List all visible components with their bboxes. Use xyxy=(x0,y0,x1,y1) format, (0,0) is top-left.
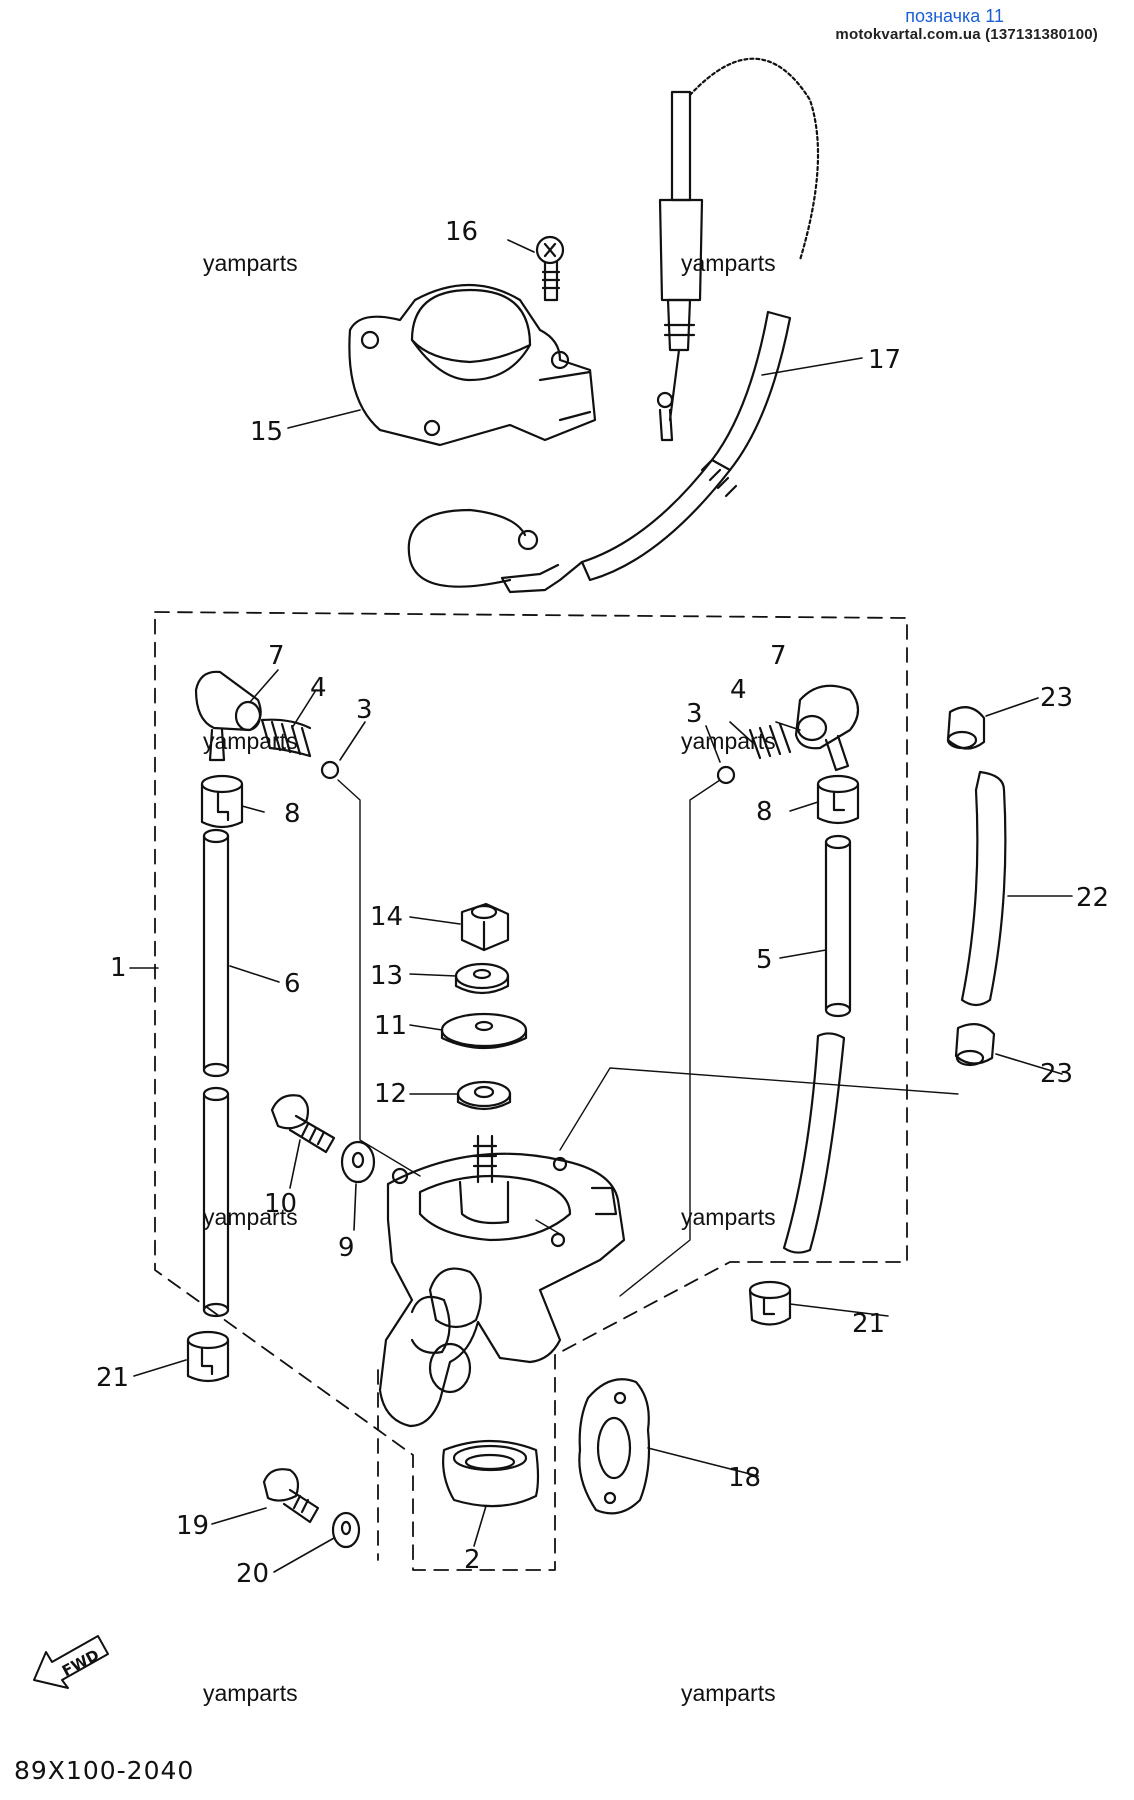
pump-body xyxy=(378,1134,626,1428)
part-label-22: 22 xyxy=(1076,883,1109,913)
washer-13 xyxy=(454,962,510,995)
part-label-7-left: 7 xyxy=(268,641,285,671)
clamp-21-left xyxy=(186,1330,230,1383)
clamp-21-right xyxy=(748,1280,792,1326)
hose-5 xyxy=(782,834,852,1254)
clamp-8-left xyxy=(200,774,244,829)
watermark: yamparts xyxy=(681,1680,776,1706)
assembly-frame xyxy=(154,611,908,1571)
cable-17 xyxy=(407,57,820,594)
spring-4-right xyxy=(748,722,792,760)
watermark: yamparts xyxy=(203,1204,298,1230)
part-label-10: 10 xyxy=(264,1189,297,1219)
part-label-13: 13 xyxy=(370,961,403,991)
part-label-3-right: 3 xyxy=(686,699,703,729)
clamp-8-right xyxy=(816,774,860,825)
part-label-18: 18 xyxy=(728,1463,761,1493)
part-label-6: 6 xyxy=(284,969,301,999)
bolt-19 xyxy=(262,1468,320,1524)
watermark: yamparts xyxy=(681,250,776,276)
bolt-10 xyxy=(270,1094,336,1154)
part-label-12: 12 xyxy=(374,1079,407,1109)
washer-11 xyxy=(440,1012,528,1050)
part-label-23-bottom: 23 xyxy=(1040,1059,1073,1089)
part-label-14: 14 xyxy=(370,902,403,932)
spring-4-left xyxy=(260,718,312,758)
washer-9 xyxy=(340,1140,376,1184)
part-label-20: 20 xyxy=(236,1559,269,1589)
header-subtitle: motokvartal.com.ua (137131380100) xyxy=(835,26,1098,43)
watermark: yamparts xyxy=(681,728,776,754)
part-label-21-right: 21 xyxy=(852,1309,885,1339)
seal-2 xyxy=(442,1439,540,1508)
clamp-23-top xyxy=(946,706,986,750)
fwd-label: FWD xyxy=(59,1646,102,1680)
part-label-7-right: 7 xyxy=(770,641,787,671)
part-label-8-right: 8 xyxy=(756,797,773,827)
ball-3-right xyxy=(716,765,736,785)
watermark: yamparts xyxy=(203,1680,298,1706)
part-label-5: 5 xyxy=(756,945,773,975)
part-label-2: 2 xyxy=(464,1545,481,1575)
part-label-9: 9 xyxy=(338,1233,355,1263)
part-label-11: 11 xyxy=(374,1011,407,1041)
part-label-16: 16 xyxy=(445,217,478,247)
part-label-17: 17 xyxy=(868,345,901,375)
nut-14 xyxy=(460,902,510,952)
elbow-7-right xyxy=(794,684,860,772)
clamp-23-bottom xyxy=(954,1023,996,1067)
part-label-1: 1 xyxy=(110,953,127,983)
part-label-23-top: 23 xyxy=(1040,683,1073,713)
part-label-19: 19 xyxy=(176,1511,209,1541)
screw-16 xyxy=(535,235,565,302)
watermark: yamparts xyxy=(681,1204,776,1230)
part-label-21-left: 21 xyxy=(96,1363,129,1393)
part-label-4-right: 4 xyxy=(730,675,747,705)
watermark: yamparts xyxy=(203,250,298,276)
watermark: yamparts xyxy=(203,728,298,754)
part-label-8-left: 8 xyxy=(284,799,301,829)
ball-3-left xyxy=(320,760,340,780)
diagram-code: 89X100-2040 xyxy=(14,1756,195,1785)
washer-12 xyxy=(456,1080,512,1111)
gasket-18 xyxy=(578,1378,651,1515)
cover-15 xyxy=(348,284,597,447)
elbow-7-left xyxy=(194,670,262,762)
header-title: позначка 11 xyxy=(905,6,1004,26)
part-label-3-left: 3 xyxy=(356,695,373,725)
part-label-15: 15 xyxy=(250,417,283,447)
part-label-4-left: 4 xyxy=(310,673,327,703)
washer-20 xyxy=(331,1511,361,1549)
hose-6 xyxy=(202,828,230,1318)
fwd-arrow-icon: FWD xyxy=(33,1635,109,1689)
hose-22 xyxy=(960,770,1007,1007)
